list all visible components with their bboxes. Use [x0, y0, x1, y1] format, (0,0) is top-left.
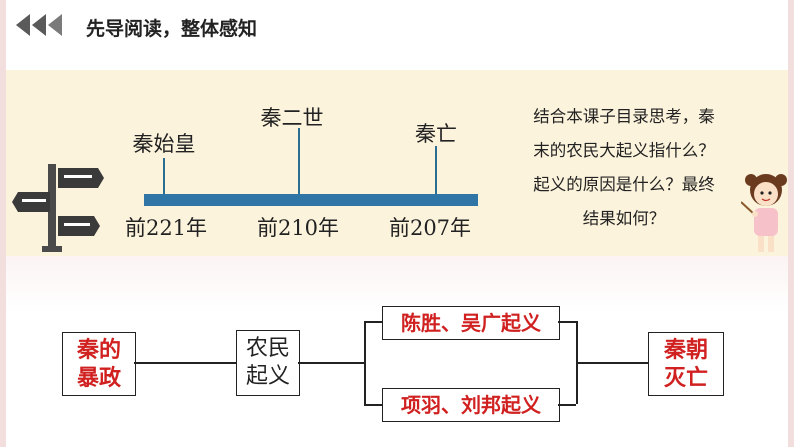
left-border-strip	[0, 0, 6, 447]
connector-line	[364, 321, 366, 404]
connector-line	[558, 321, 576, 323]
connector-line	[134, 362, 236, 364]
flow-branch-top-box: 陈胜、吴广起义	[382, 306, 560, 340]
flow-result-box: 秦朝 灭亡	[648, 332, 724, 396]
connector-line	[558, 404, 576, 406]
timeline: 秦始皇 秦二世 秦亡 前221年 前210年 前207年	[96, 96, 496, 246]
question-line: 结合本课子目录思考，秦	[533, 107, 715, 126]
connector-line	[364, 321, 382, 323]
timeline-bar	[144, 194, 478, 206]
question-line: 结果如何？	[582, 209, 666, 228]
flowchart: 秦的 暴政 农民 起义 陈胜、吴广起义 项羽、刘邦起义 秦朝 灭亡	[6, 280, 788, 440]
timeline-tick	[163, 158, 165, 194]
timeline-year: 前207年	[388, 216, 472, 240]
timeline-year: 前210年	[256, 216, 340, 240]
thinking-question: 结合本课子目录思考，秦 末的农民大起义指什么？ 起义的原因是什么？最终 结果如何…	[506, 100, 742, 236]
connector-line	[576, 362, 648, 364]
connector-line	[298, 362, 364, 364]
timeline-event-name: 秦亡	[415, 122, 457, 146]
slide: 先导阅读，整体感知 秦始皇 秦二世 秦亡 前221年 前210年 前207年 结…	[6, 0, 788, 447]
timeline-event-name: 秦二世	[260, 106, 324, 130]
question-line: 起义的原因是什么？最终	[533, 175, 715, 194]
girl-teacher-illustration	[741, 174, 787, 252]
timeline-year: 前221年	[124, 216, 208, 240]
section-title: 先导阅读，整体感知	[86, 18, 258, 40]
flow-cause-box: 秦的 暴政	[62, 332, 136, 396]
right-border-strip	[788, 0, 794, 447]
connector-line	[364, 404, 382, 406]
flow-branch-bottom-box: 项羽、刘邦起义	[382, 388, 560, 422]
timeline-tick	[298, 128, 300, 194]
double-chevron-left-icon[interactable]	[16, 14, 76, 36]
flow-event-box: 农民 起义	[236, 330, 300, 396]
timeline-event-name: 秦始皇	[132, 132, 196, 156]
info-band	[6, 70, 788, 256]
question-line: 末的农民大起义指什么？	[533, 141, 715, 160]
signpost-icon	[12, 164, 104, 252]
timeline-tick	[435, 146, 437, 194]
